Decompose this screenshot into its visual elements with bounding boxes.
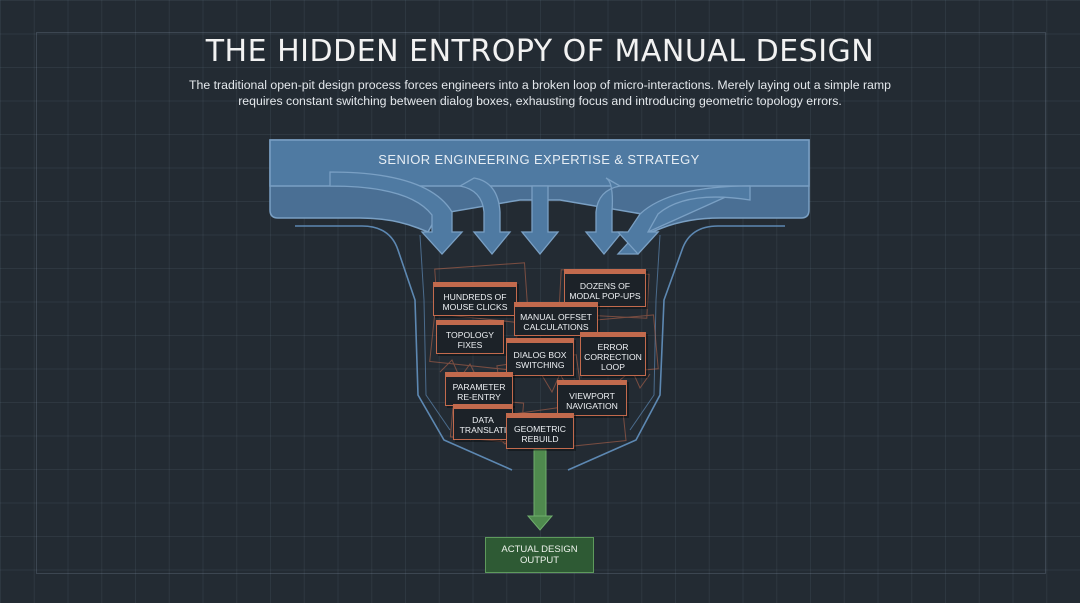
box-titlebar — [581, 333, 645, 337]
box-label: DIALOG BOX SWITCHING — [507, 345, 573, 375]
output-arrow-head — [528, 516, 552, 530]
box-viewport-navigation: VIEWPORT NAVIGATION — [557, 380, 627, 416]
box-geometric-rebuild: GEOMETRIC REBUILD — [506, 413, 574, 449]
box-titlebar — [565, 270, 645, 274]
output-box: ACTUAL DESIGN OUTPUT — [485, 537, 594, 573]
box-label: ERROR CORRECTION LOOP — [581, 339, 645, 375]
banner-label: SENIOR ENGINEERING EXPERTISE & STRATEGY — [270, 152, 808, 167]
box-titlebar — [446, 373, 512, 377]
box-titlebar — [454, 405, 512, 409]
box-label: GEOMETRIC REBUILD — [507, 420, 573, 448]
box-offset-calculations: MANUAL OFFSET CALCULATIONS — [514, 302, 598, 336]
box-titlebar — [437, 321, 503, 325]
box-titlebar — [507, 339, 573, 343]
box-titlebar — [434, 283, 516, 287]
box-parameter-reentry: PARAMETER RE-ENTRY — [445, 372, 513, 406]
box-mouse-clicks: HUNDREDS OF MOUSE CLICKS — [433, 282, 517, 316]
output-arrow-shaft — [534, 450, 546, 518]
box-titlebar — [515, 303, 597, 307]
box-label: DATA TRANSLATI — [454, 411, 512, 439]
box-error-loop: ERROR CORRECTION LOOP — [580, 332, 646, 376]
box-topology-fixes: TOPOLOGY FIXES — [436, 320, 504, 354]
box-titlebar — [507, 414, 573, 418]
box-label: VIEWPORT NAVIGATION — [558, 387, 626, 415]
box-label: HUNDREDS OF MOUSE CLICKS — [434, 289, 516, 315]
box-dialog-switching: DIALOG BOX SWITCHING — [506, 338, 574, 376]
box-titlebar — [558, 381, 626, 385]
box-label: PARAMETER RE-ENTRY — [446, 379, 512, 405]
box-label: TOPOLOGY FIXES — [437, 327, 503, 353]
box-data-translation: DATA TRANSLATI — [453, 404, 513, 440]
